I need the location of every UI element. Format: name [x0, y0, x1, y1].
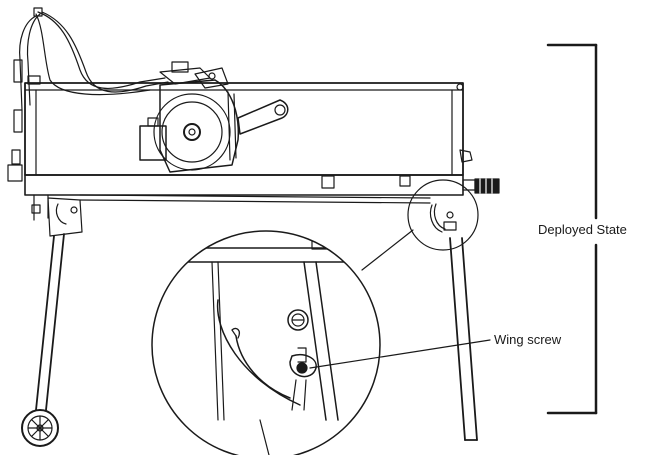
rail-handle [462, 178, 500, 194]
detail-magnifier [151, 230, 381, 455]
leg-left [21, 233, 65, 447]
leg-bracket-left [47, 197, 83, 237]
detail-leader-line [361, 229, 414, 271]
leg-bracket-small [407, 179, 479, 251]
deployed-state-bracket [546, 43, 598, 415]
saw-head [139, 61, 289, 173]
wing-screw-leader [309, 339, 491, 369]
leg-right [449, 237, 478, 441]
table-rail [24, 174, 464, 221]
deployed-state-label: Deployed State [538, 222, 627, 237]
wing-screw-label: Wing screw [494, 332, 562, 347]
